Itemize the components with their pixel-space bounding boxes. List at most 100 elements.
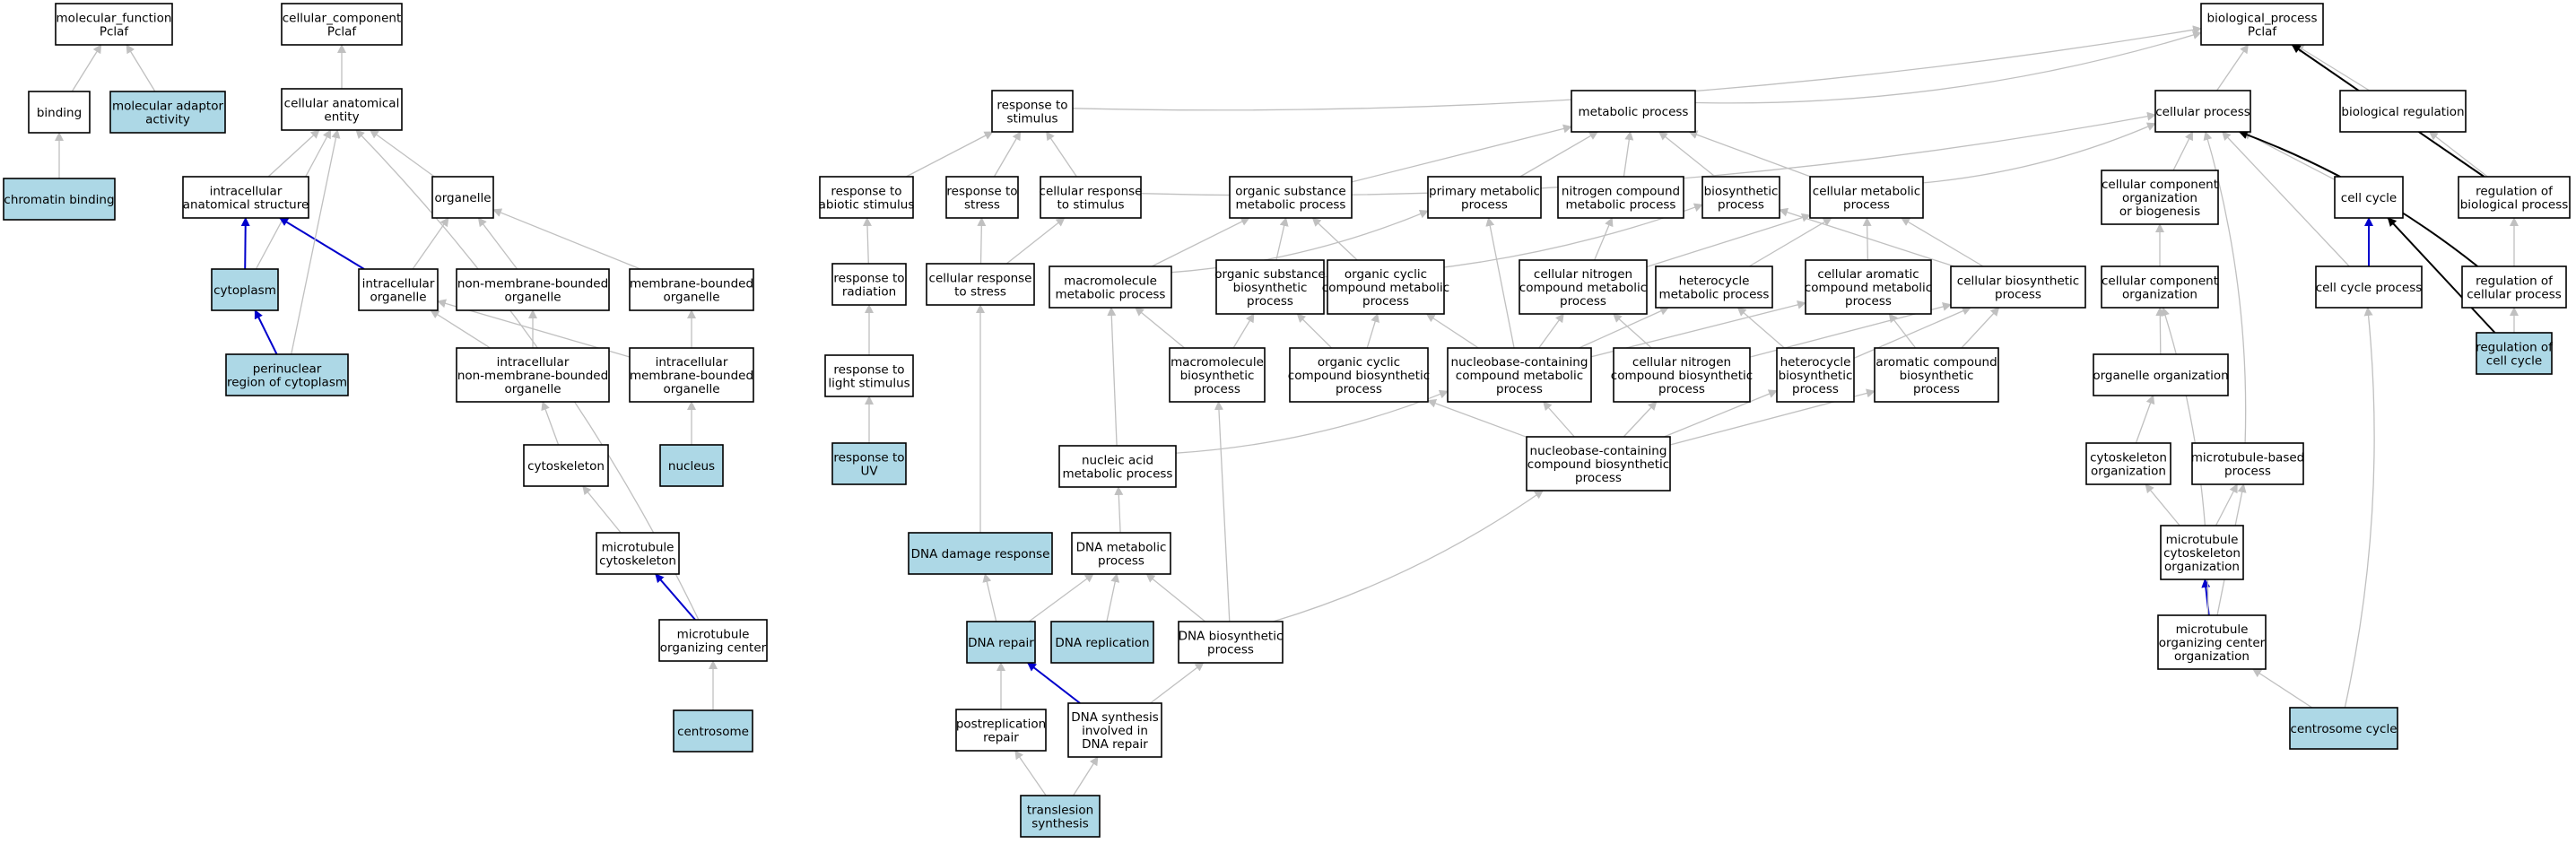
node-box-intraOrg[interactable]: [358, 268, 439, 311]
node-box-dnabp[interactable]: [1178, 621, 1284, 664]
node-box-rcp[interactable]: [2461, 265, 2567, 309]
node-box-mbp[interactable]: [1169, 347, 1266, 403]
node-box-rtuv[interactable]: [831, 442, 907, 485]
node-box-rcc[interactable]: [2476, 332, 2553, 375]
node-box-occmp[interactable]: [1327, 259, 1445, 315]
node-box-metab[interactable]: [1571, 90, 1696, 133]
node-box-biosyn[interactable]: [1701, 176, 1780, 219]
node-box-orgOrg[interactable]: [2093, 353, 2229, 396]
node-box-perinuclear[interactable]: [225, 353, 349, 396]
node-chromatinBinding[interactable]: chromatin binding: [3, 178, 116, 221]
node-box-ncmp[interactable]: [1557, 176, 1684, 219]
node-organelle[interactable]: organelle: [431, 176, 494, 219]
node-box-cncbp[interactable]: [1613, 347, 1751, 403]
node-box-osbp[interactable]: [1215, 259, 1325, 315]
node-box-dnarepair[interactable]: [966, 621, 1036, 664]
node-box-nucleus[interactable]: [659, 444, 724, 487]
node-box-cbp[interactable]: [1950, 265, 2086, 309]
node-box-bp[interactable]: [2200, 3, 2324, 46]
node-box-hmp[interactable]: [1655, 265, 1773, 309]
node-centCycle[interactable]: centrosome cycle: [2289, 707, 2398, 750]
node-box-crts[interactable]: [1040, 176, 1142, 219]
node-box-postrep[interactable]: [955, 709, 1047, 752]
node-box-mtocOrg[interactable]: [2157, 614, 2267, 670]
node-box-rtas[interactable]: [819, 176, 914, 219]
node-box-cskOrg[interactable]: [2085, 442, 2171, 485]
node-ccp[interactable]: cell cycle process: [2315, 265, 2423, 309]
node-box-dnasyn[interactable]: [1067, 702, 1162, 758]
node-box-cc[interactable]: [281, 3, 403, 46]
node-ddr[interactable]: DNA damage response: [908, 532, 1053, 575]
node-box-mtcskOrg[interactable]: [2160, 525, 2244, 580]
node-box-cncmp[interactable]: [1519, 259, 1648, 315]
node-box-dnamp[interactable]: [1071, 532, 1171, 575]
node-box-tls[interactable]: [1020, 795, 1101, 838]
node-dnarepair[interactable]: DNA repair: [966, 621, 1036, 664]
node-box-mtCyto[interactable]: [596, 532, 680, 575]
node-box-inmbo[interactable]: [456, 347, 610, 403]
node-box-cytoskeleton[interactable]: [523, 444, 609, 487]
node-box-occbp[interactable]: [1289, 347, 1429, 403]
node-box-ddr[interactable]: [908, 532, 1053, 575]
node-box-bioreg[interactable]: [2339, 90, 2467, 133]
node-box-acbp[interactable]: [1874, 347, 1999, 403]
node-box-cacmp[interactable]: [1805, 259, 1932, 315]
node-box-cco[interactable]: [2101, 265, 2219, 309]
node-box-hbp[interactable]: [1776, 347, 1855, 403]
node-box-ccp[interactable]: [2315, 265, 2423, 309]
node-box-ias[interactable]: [182, 176, 309, 219]
node-box-pmp[interactable]: [1427, 176, 1542, 219]
node-box-osmp[interactable]: [1229, 176, 1353, 219]
node-box-rbp[interactable]: [2458, 176, 2571, 219]
node-cellcycle[interactable]: cell cycle: [2334, 176, 2404, 219]
node-box-cellproc[interactable]: [2154, 90, 2251, 133]
node-box-mf[interactable]: [55, 3, 173, 46]
node-box-organelle[interactable]: [431, 176, 494, 219]
node-inmbo[interactable]: intracellularnon-membrane-boundedorganel…: [456, 347, 610, 403]
node-bioreg[interactable]: biological regulation: [2339, 90, 2467, 133]
